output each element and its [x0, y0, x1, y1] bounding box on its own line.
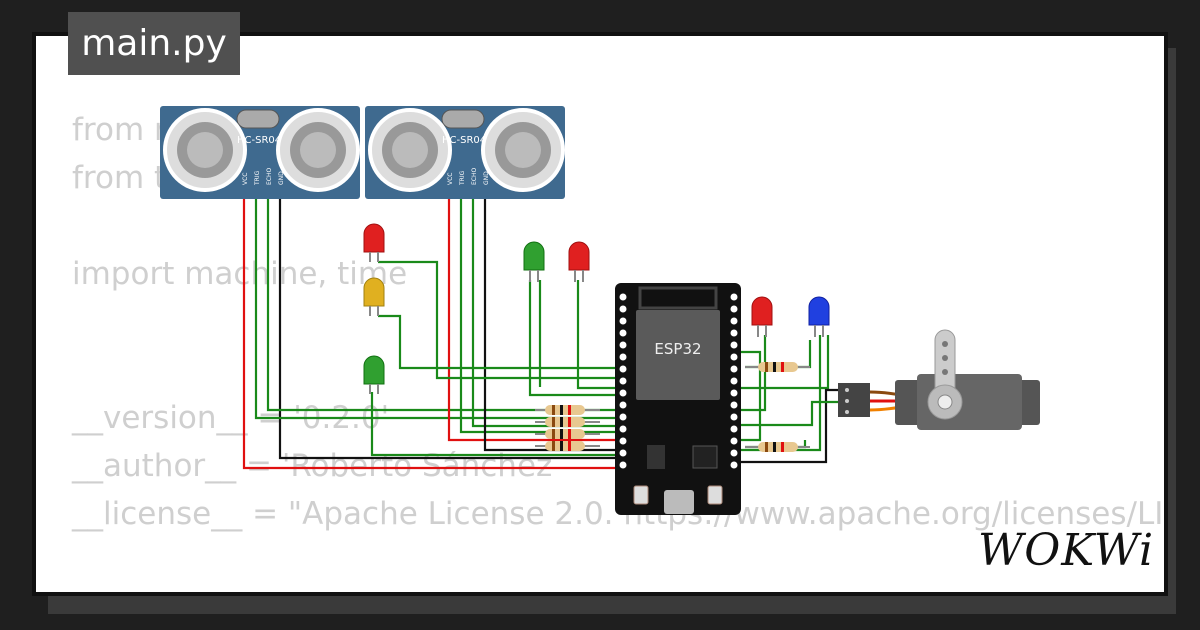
led-icon[interactable]	[363, 223, 385, 262]
led-icon[interactable]	[568, 241, 590, 282]
resistor-icon[interactable]	[535, 417, 600, 427]
wire-trig-1	[254, 195, 620, 420]
sensor-pin-label: VCC	[447, 173, 454, 185]
wire-vcc-2	[447, 195, 620, 442]
sensor-pin-label: ECHO	[266, 168, 273, 185]
esp32-pins-right	[730, 293, 738, 469]
resistor-icon[interactable]	[535, 429, 600, 439]
wire-servo-gnd	[736, 388, 845, 464]
wire-right-4	[736, 335, 830, 390]
wire-gnd-1	[278, 195, 620, 460]
led-icon[interactable]	[363, 277, 385, 316]
file-tab[interactable]: main.py	[68, 12, 240, 75]
led-icon[interactable]	[363, 355, 385, 394]
wokwi-logo: WOKWi	[978, 525, 1155, 576]
ultrasonic-sensor-1[interactable]: HC-SR04 VCC TRIG ECHO GND	[160, 106, 360, 199]
wire-led-red-1	[378, 260, 620, 380]
resistor-icon[interactable]	[535, 405, 600, 415]
sensor-label: HC-SR04	[237, 135, 281, 146]
resistor-icon[interactable]	[535, 441, 600, 451]
sensor-pin-label: VCC	[242, 173, 249, 185]
resistor-icon[interactable]	[745, 362, 810, 372]
wire-led-green-2	[528, 280, 620, 397]
wires	[242, 195, 845, 470]
servo-icon[interactable]	[838, 329, 1040, 430]
wire-led-green-1	[370, 392, 620, 457]
led-icon[interactable]	[751, 296, 773, 337]
wire-led-red-2	[576, 280, 620, 390]
wire-vcc-1	[242, 195, 735, 470]
esp32-pins-left	[619, 293, 627, 469]
wire-echo-2	[471, 195, 620, 428]
esp32-board[interactable]: ESP32	[615, 283, 741, 515]
sensor-pin-label: TRIG	[459, 170, 466, 186]
ultrasonic-sensor-2[interactable]: HC-SR04 VCC TRIG ECHO GND	[365, 106, 565, 199]
wire-led-yellow	[378, 314, 620, 370]
sensor-label: HC-SR04	[442, 135, 486, 146]
sensor-pin-label: ECHO	[471, 168, 478, 185]
sensor-pin-label: GND	[483, 171, 490, 185]
wire-echo-1	[266, 195, 620, 412]
led-icon[interactable]	[523, 241, 545, 282]
sensor-pin-label: TRIG	[254, 170, 261, 186]
sensor-pin-label: GND	[278, 171, 285, 185]
resistor-icon[interactable]	[745, 442, 810, 452]
wire-right-1	[735, 350, 762, 442]
wire-right-2	[736, 335, 767, 412]
wire-servo-sig	[736, 400, 845, 427]
led-icon[interactable]	[808, 296, 830, 337]
board-label: ESP32	[654, 340, 701, 358]
